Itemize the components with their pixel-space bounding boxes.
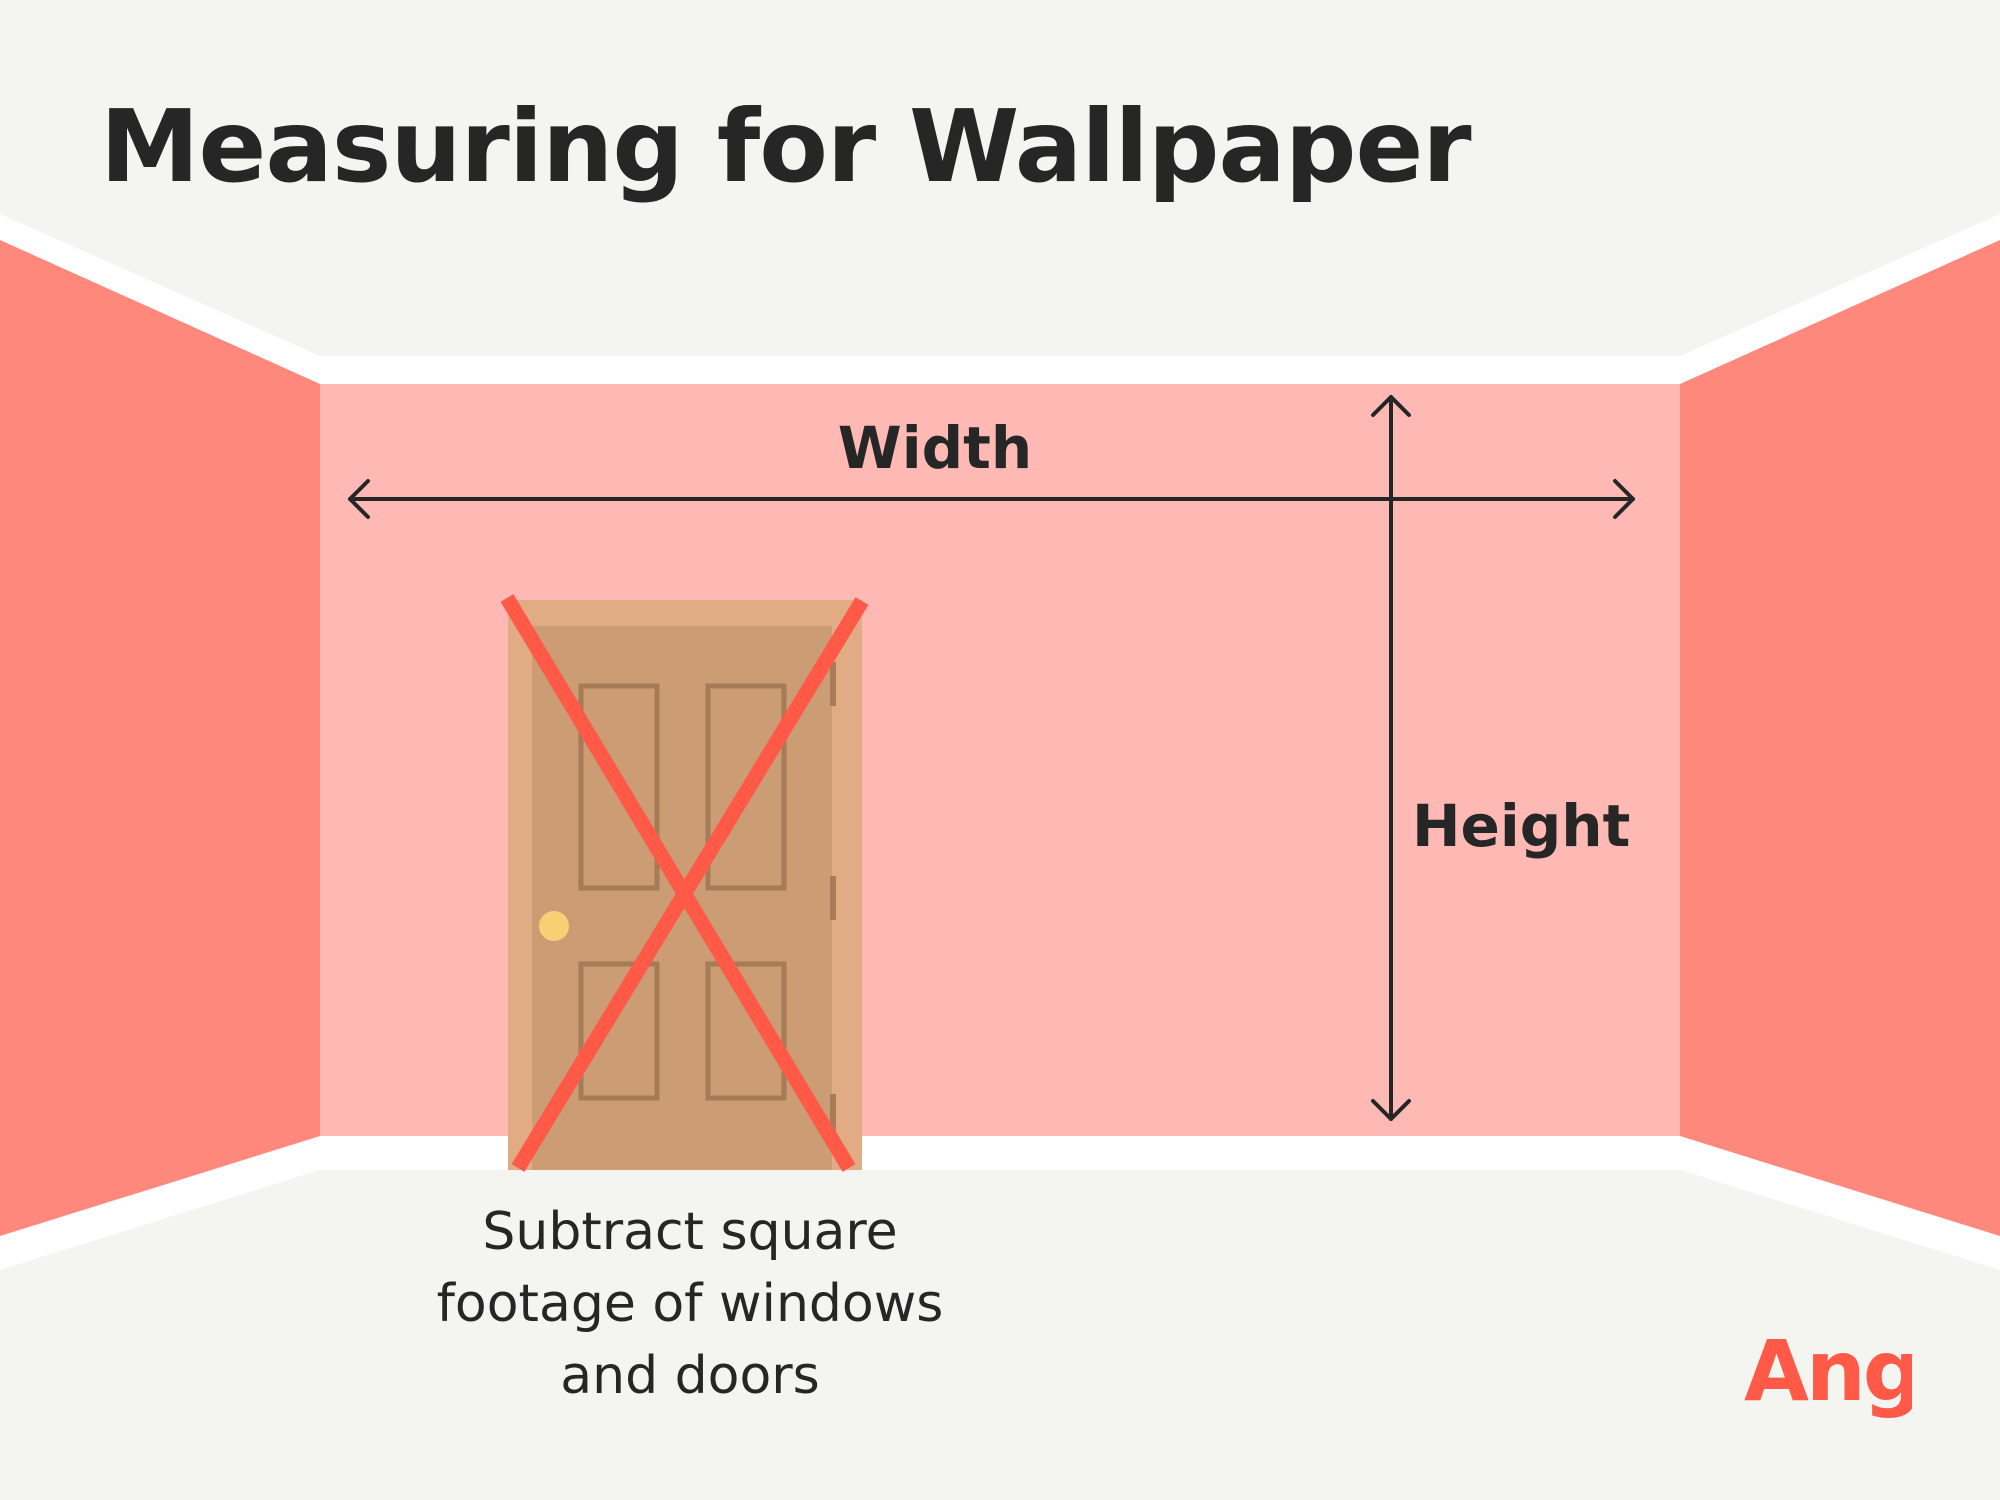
cross-stroke-1 [500,594,856,1172]
door-hinge-bottom [830,1094,836,1138]
cross-stroke-2 [511,597,869,1172]
door-hinge-middle [830,876,836,920]
height-arrow-head-top [1371,395,1411,417]
cross-mark-icon [500,594,869,1172]
door-panel-bottom-left [578,961,660,1101]
width-arrow-head-left [348,479,370,519]
double-arrow-vertical-icon [1371,395,1411,1121]
width-label: Width [837,414,1033,482]
left-wall [0,240,320,1236]
angi-logo-text: Angi [1744,1322,1912,1420]
caption-line-1: Subtract square [482,1202,898,1262]
floor-trim [0,1134,2000,1270]
door-knob [539,911,569,941]
width-arrow-head-right [1613,479,1635,519]
door-hinge-top [830,662,836,706]
height-arrow-head-bottom [1371,1099,1411,1121]
page-title: Measuring for Wallpaper [100,88,1472,205]
double-arrow-horizontal-icon [348,479,1635,519]
height-label: Height [1412,792,1631,860]
caption-line-3: and doors [560,1346,820,1406]
door-panel-bottom-right [705,961,787,1101]
right-wall [1680,240,2000,1236]
door-panel-top-left [578,683,660,891]
door-panel-top-right [705,683,787,891]
caption-line-2: footage of windows [436,1274,944,1334]
caption: Subtract square footage of windows and d… [400,1196,980,1412]
angi-logo: Angi [1744,1322,1912,1420]
